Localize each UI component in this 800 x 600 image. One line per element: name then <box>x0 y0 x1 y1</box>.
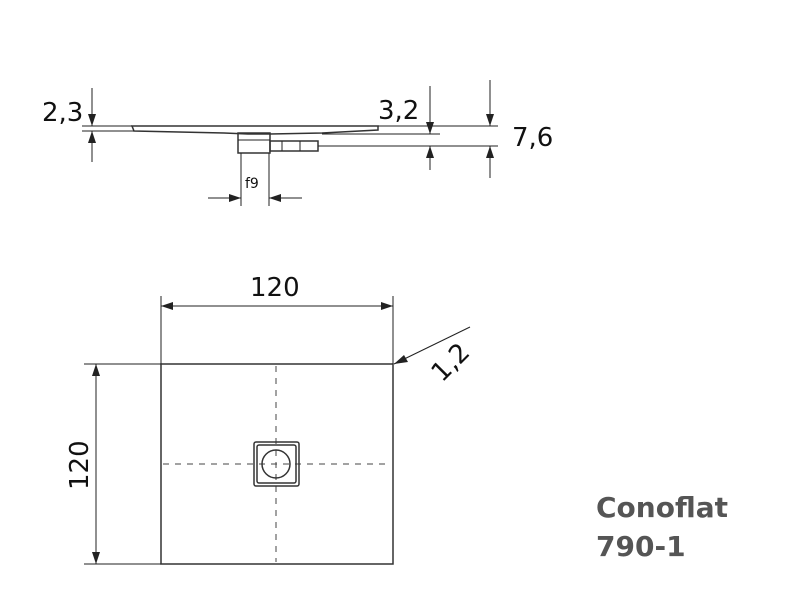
drain-body <box>237 132 271 154</box>
dim-3-2-label: 3,2 <box>378 96 419 126</box>
side-view: 2,3 3,2 7,6 f9 <box>42 80 553 206</box>
corner-leader-line <box>393 326 471 365</box>
drain-outlet-pipe <box>269 140 319 152</box>
drain-cover-inner <box>256 444 297 484</box>
dim-7-6-label: 7,6 <box>512 123 553 153</box>
plan-width-label: 120 <box>250 273 300 303</box>
model-number: 790-1 <box>596 530 686 563</box>
drain-cover-outer <box>253 441 300 487</box>
model-name: Conoflat <box>596 491 728 524</box>
drain-hole <box>261 449 291 479</box>
dim-f9-label: f9 <box>245 176 259 192</box>
model-title: Conoflat 790-1 <box>596 491 728 563</box>
plan-view: 120 120 1,2 <box>65 273 476 565</box>
dim-2-3-label: 2,3 <box>42 98 83 128</box>
tray-outline <box>160 363 394 565</box>
plan-height-label: 120 <box>65 440 95 490</box>
